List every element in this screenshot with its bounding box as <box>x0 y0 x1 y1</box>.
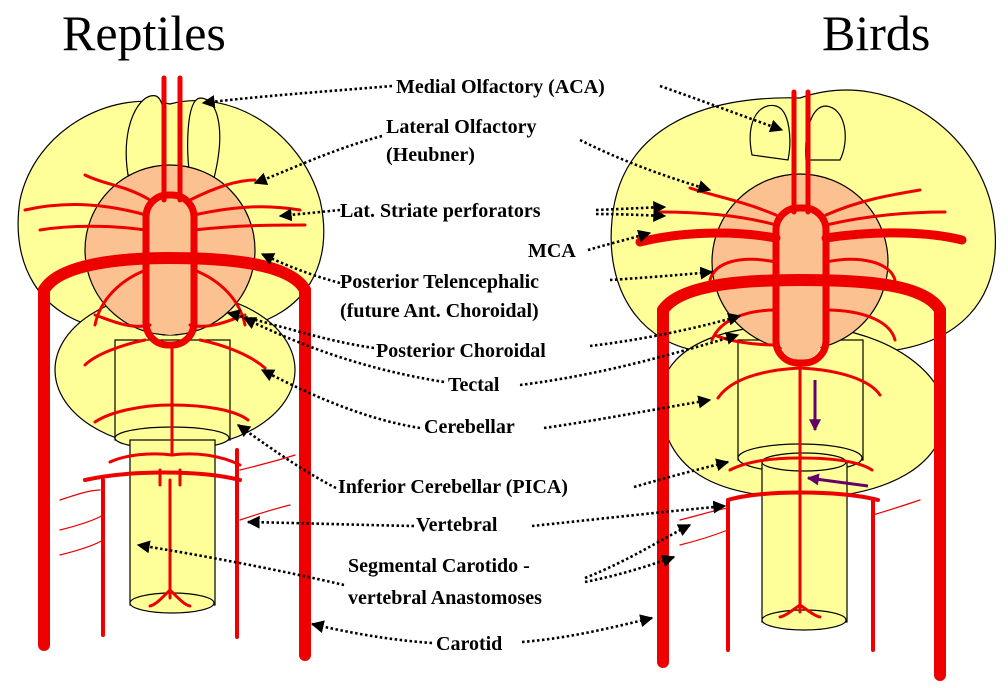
leader-medial-olfactory-left <box>201 84 393 109</box>
leader-lateral-olfactory-right <box>579 138 712 193</box>
leader-carotid-right <box>521 614 654 644</box>
bird-lateral-olfactory-artery <box>688 186 922 217</box>
bird-medulla-rim <box>761 609 847 631</box>
leader-lines <box>136 84 784 645</box>
leader-post-choroidal-right <box>589 312 742 348</box>
leader-post-telencephalic-left <box>260 252 341 285</box>
leader-lat-striate-left <box>278 208 341 222</box>
label-tectal: Tectal <box>448 374 500 396</box>
reptile-vertebral-arch <box>83 470 242 482</box>
reptile-vertebral <box>101 448 239 639</box>
leader-segmental-right-2 <box>584 554 676 584</box>
bird-arteries <box>635 89 967 681</box>
leader-medial-olfactory-right <box>659 84 784 133</box>
label-carotid: Carotid <box>436 633 502 655</box>
reptile-medulla-rim <box>129 592 215 614</box>
leader-tectal-right <box>519 332 740 387</box>
label-lateral-olfactory: Lateral Olfactory <box>386 116 537 138</box>
leader-inferior-cerebellar-right <box>633 458 730 489</box>
reptile-arteries <box>23 75 311 661</box>
bird-carotid <box>657 304 946 681</box>
bird-tectal-artery <box>713 333 778 347</box>
leader-carotid-left <box>310 620 433 645</box>
bird-inferior-cerebellar <box>728 456 874 472</box>
reptile-carotid <box>38 284 311 661</box>
leader-cerebellar-left <box>260 368 421 430</box>
label-inferior-cerebellar: Inferior Cerebellar (PICA) <box>338 476 568 498</box>
bird-mca <box>635 228 967 247</box>
reptile-lateral-striate-perforators <box>23 203 307 232</box>
leader-vertebral-right <box>531 500 727 528</box>
title-birds: Birds <box>822 5 930 61</box>
reptile-spinal-artery <box>148 468 192 608</box>
leader-inferior-cerebellar-left <box>236 423 337 490</box>
leader-tectal-left <box>242 316 445 384</box>
reptile-medial-olfactory-artery <box>161 75 183 203</box>
bird-medulla-top <box>761 452 847 472</box>
leader-segmental-left <box>136 540 345 587</box>
reptile-inferior-cerebellar <box>108 452 242 467</box>
label-lat-striate: Lat. Striate perforators <box>340 200 541 222</box>
bird-basilar-spinal <box>778 361 822 619</box>
leader-mca <box>587 229 652 252</box>
label-medial-olfactory: Medial Olfactory (ACA) <box>396 76 605 98</box>
label-posterior-telencephalic: Posterior Telencephalic <box>340 271 539 293</box>
reptile-tectal-artery <box>83 338 267 370</box>
label-cerebellar: Cerebellar <box>424 416 515 438</box>
label-lateral-olfactory-heubner: (Heubner) <box>386 144 475 166</box>
label-segmental-carotido: Segmental Carotido - <box>348 555 530 577</box>
label-vertebral: Vertebral <box>416 514 498 536</box>
bird-vertebral <box>726 498 875 652</box>
reptile-midline-core <box>150 195 190 335</box>
bird-vertebral-arch <box>726 490 880 502</box>
label-vertebral-anastomoses: vertebral Anastomoses <box>348 587 542 609</box>
leader-post-telencephalic-right <box>609 266 714 282</box>
leader-segmental-right-1 <box>584 523 692 580</box>
bird-cerebellar-artery <box>716 366 882 400</box>
reptile-carotid-arch <box>38 252 311 296</box>
leader-vertebral-left <box>246 515 415 529</box>
reptile-cerebellar-artery <box>93 403 250 424</box>
bird-medial-olfactory-artery <box>791 89 811 215</box>
bird-carotid-arch <box>657 274 946 316</box>
reptile-segmental-anastomoses <box>59 454 296 556</box>
reptile-olfactory-bulb-right <box>187 97 221 179</box>
reptile-medulla <box>129 439 216 606</box>
bird-olfactory-bulb-left <box>749 104 791 161</box>
leader-lat-striate-right-1 <box>595 200 667 214</box>
leader-lat-striate-right-2 <box>595 209 667 223</box>
bird-lateral-striate-perforators <box>658 210 947 227</box>
reptile-lateral-olfactory-artery <box>83 173 257 202</box>
leader-lateral-olfactory-left <box>253 134 383 186</box>
label-future-ant-choroidal: (future Ant. Choroidal) <box>340 300 539 322</box>
bird-medulla <box>761 461 848 623</box>
label-posterior-choroidal: Posterior Choroidal <box>376 340 546 362</box>
title-reptiles: Reptiles <box>62 5 226 61</box>
bird-flow-arrow-left <box>806 473 869 488</box>
label-mca: MCA <box>528 240 576 262</box>
